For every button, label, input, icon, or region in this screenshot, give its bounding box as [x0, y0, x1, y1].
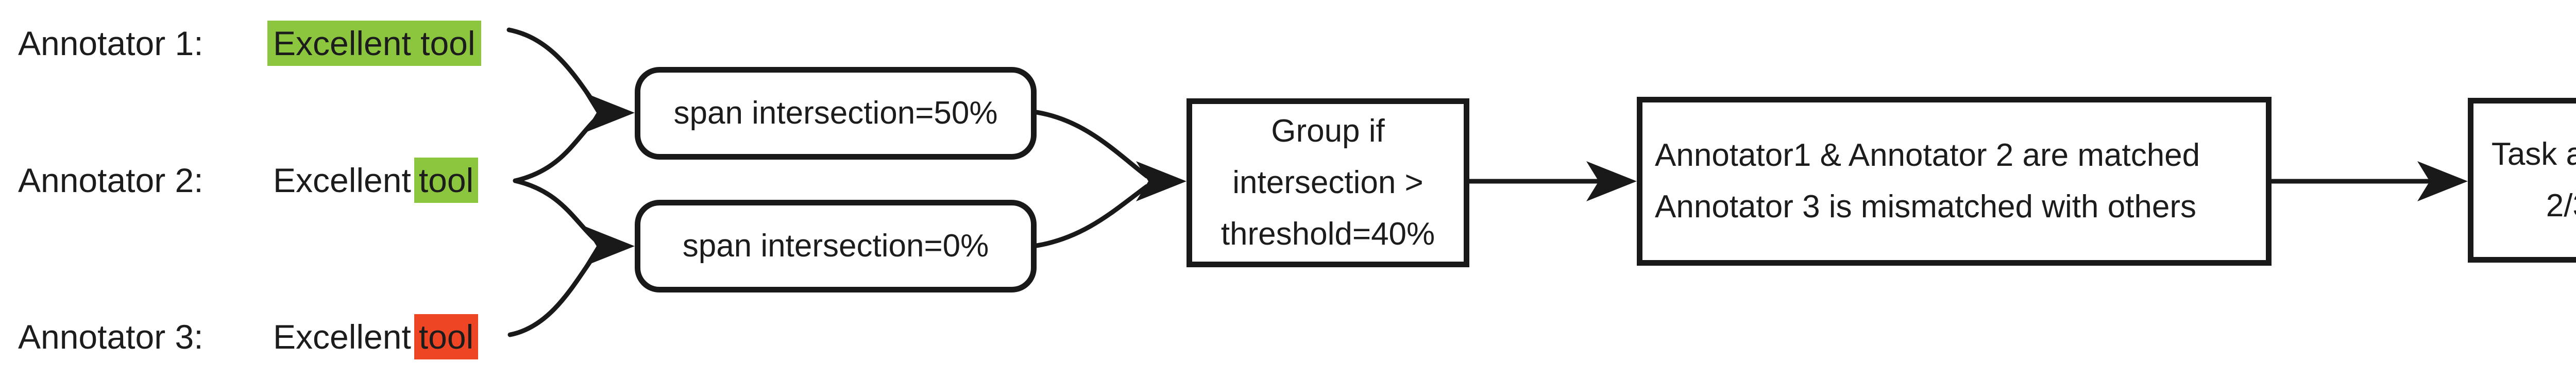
annotator-1-text[interactable]: Excellent tool — [267, 21, 481, 66]
annotator-1-highlight-span[interactable]: Excellent tool — [267, 21, 481, 66]
node-group-threshold-line2: intersection > — [1232, 165, 1423, 200]
arrowhead-span0 — [584, 226, 635, 266]
connector-annotator1-to-span50 — [506, 27, 598, 108]
node-group-threshold-line1: Group if — [1271, 113, 1385, 149]
arrowhead-span50 — [584, 93, 635, 133]
node-task-agreement-line1: Task agreement: — [2491, 136, 2576, 172]
node-task-agreement[interactable]: Task agreement: 2/3=67% — [2468, 98, 2576, 263]
annotator-1-label: Annotator 1: — [18, 24, 204, 62]
annotator-2-plain-text: Excellent — [273, 161, 411, 199]
node-match-result-line1: Annotator1 & Annotator 2 are matched — [1655, 137, 2200, 173]
connector-span50-to-group — [1034, 110, 1149, 179]
annotator-row-1: Annotator 1: Excellent tool — [0, 21, 2576, 66]
node-span-intersection-0-text: span intersection=0% — [682, 228, 989, 264]
node-group-threshold[interactable]: Group if intersection > threshold=40% — [1187, 98, 1469, 267]
node-span-intersection-50-text: span intersection=50% — [673, 95, 998, 131]
node-match-result-line2: Annotator 3 is mismatched with others — [1655, 189, 2197, 225]
connector-span0-to-group — [1034, 184, 1149, 248]
annotator-3-plain-text: Excellent — [273, 318, 411, 356]
node-span-intersection-0[interactable]: span intersection=0% — [635, 200, 1037, 292]
node-span-intersection-50[interactable]: span intersection=50% — [635, 67, 1037, 160]
annotator-3-highlight-span[interactable]: tool — [414, 314, 479, 359]
node-task-agreement-line2: 2/3=67% — [2546, 188, 2576, 223]
node-match-result[interactable]: Annotator1 & Annotator 2 are matched Ann… — [1637, 97, 2272, 266]
arrowhead-matched — [1586, 161, 1637, 201]
node-group-threshold-line3: threshold=40% — [1221, 216, 1435, 252]
annotator-3-label: Annotator 3: — [18, 318, 204, 356]
annotator-2-highlight-span[interactable]: tool — [414, 158, 479, 203]
annotator-2-label: Annotator 2: — [18, 161, 204, 199]
arrowhead-task — [2417, 161, 2468, 201]
arrowhead-group — [1136, 161, 1187, 201]
